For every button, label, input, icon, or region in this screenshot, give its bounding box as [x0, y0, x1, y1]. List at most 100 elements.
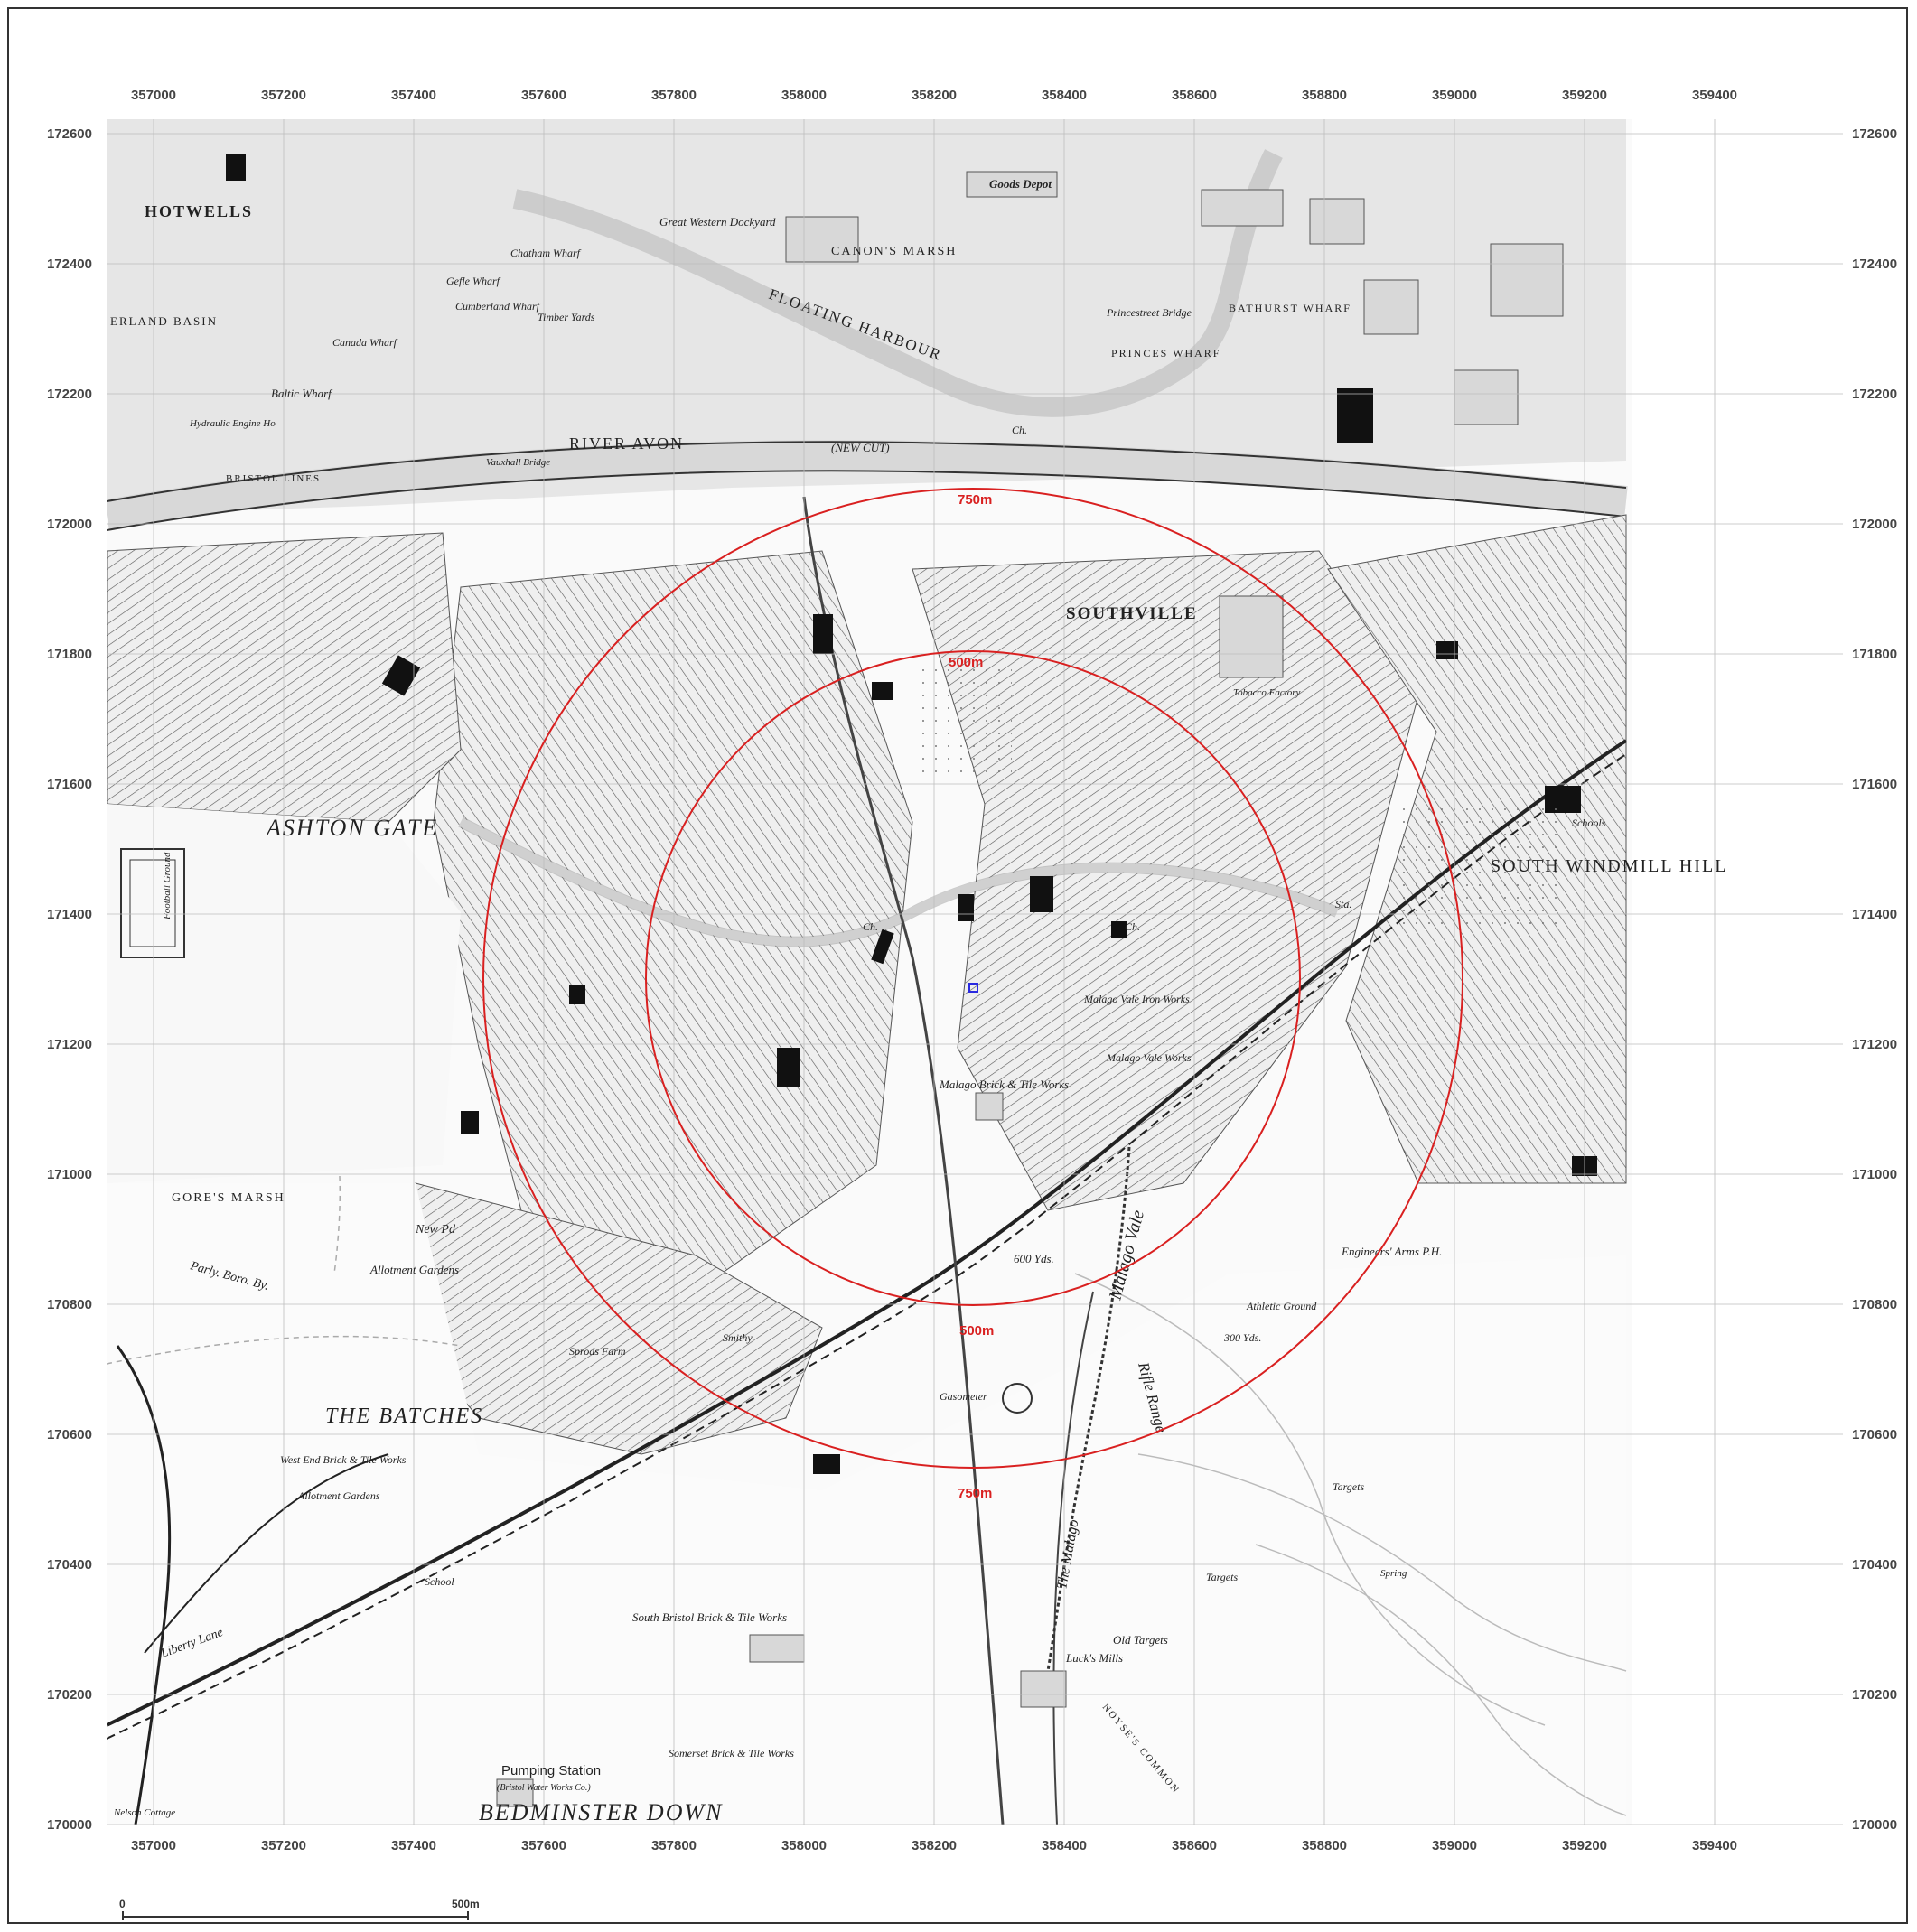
northing-label: 171200 — [1852, 1037, 1897, 1052]
northing-label: 172000 — [47, 517, 92, 532]
northing-label: 171600 — [47, 777, 92, 792]
scale-bar-start-label: 0 — [119, 1898, 126, 1910]
northing-label: 172400 — [1852, 257, 1897, 272]
easting-label: 358600 — [1172, 88, 1217, 103]
label-vauxhall-bridge: Vauxhall Bridge — [486, 457, 550, 468]
label-somerset-brick: Somerset Brick & Tile Works — [669, 1747, 794, 1759]
northing-label: 170000 — [47, 1817, 92, 1833]
label-sta: Sta. — [1335, 898, 1351, 910]
buffer-label-750m-top: 750m — [958, 492, 992, 508]
football-ground — [120, 848, 185, 958]
northing-label: 172000 — [1852, 517, 1897, 532]
landmark-buildings — [226, 154, 1597, 1474]
northing-label: 171400 — [1852, 907, 1897, 922]
easting-label: 357600 — [521, 88, 566, 103]
label-timber-yards: Timber Yards — [538, 311, 595, 323]
buffer-label-500m-bottom: 500m — [959, 1323, 994, 1339]
northing-labels-left: 1726001724001722001720001718001716001714… — [47, 126, 92, 1833]
northing-label: 170000 — [1852, 1817, 1897, 1833]
site-marker[interactable] — [968, 983, 978, 993]
easting-label: 358400 — [1042, 1838, 1087, 1853]
northing-label: 170400 — [1852, 1557, 1897, 1573]
easting-label: 357800 — [651, 1838, 697, 1853]
easting-label: 358600 — [1172, 1838, 1217, 1853]
northing-label: 171600 — [1852, 777, 1897, 792]
railway-line-main — [107, 739, 1628, 1727]
label-lucks-mills: Luck's Mills — [1065, 1651, 1123, 1665]
label-bristol-lines: BRISTOL LINES — [226, 473, 321, 484]
label-malago-vale-works: Malago Vale Works — [1106, 1051, 1192, 1064]
northing-label: 170600 — [47, 1427, 92, 1442]
label-bristol-water-works: (Bristol Water Works Co.) — [497, 1783, 591, 1793]
label-cumberland-wharf: Cumberland Wharf — [455, 300, 541, 313]
label-hydraulic-engine: Hydraulic Engine Ho — [189, 418, 276, 429]
label-chatham-wharf: Chatham Wharf — [510, 247, 582, 259]
northing-label: 172600 — [1852, 126, 1897, 142]
buffer-ring-500m — [645, 650, 1301, 1306]
label-spring: Spring — [1380, 1568, 1407, 1579]
label-bathurst-wharf: BATHURST WHARF — [1229, 302, 1351, 314]
easting-label: 358800 — [1302, 88, 1347, 103]
label-southville: SOUTHVILLE — [1066, 604, 1198, 623]
northing-label: 171400 — [47, 907, 92, 922]
label-gasometer: Gasometer — [940, 1390, 987, 1403]
easting-label: 357200 — [261, 1838, 306, 1853]
easting-label: 359000 — [1432, 88, 1477, 103]
road-north-south — [802, 496, 1005, 1825]
northing-label: 170800 — [1852, 1297, 1897, 1312]
road-east-street — [458, 817, 1339, 947]
easting-label: 359200 — [1562, 88, 1607, 103]
easting-label: 357400 — [391, 1838, 436, 1853]
label-the-batches: THE BATCHES — [325, 1405, 483, 1428]
label-cumberland-basin: ERLAND BASIN — [110, 314, 218, 328]
label-river-avon: RIVER AVON — [569, 434, 684, 453]
scale-bar: 0 500m — [119, 1898, 480, 1920]
gasometer — [1002, 1383, 1033, 1414]
label-allotment-gardens: Allotment Gardens — [369, 1263, 459, 1276]
northing-label: 172200 — [47, 387, 92, 402]
grid-lines — [107, 119, 1843, 1825]
label-south-windmill-hill: SOUTH WINDMILL HILL — [1491, 856, 1727, 876]
easting-label: 357000 — [131, 1838, 176, 1853]
easting-label: 357800 — [651, 88, 697, 103]
label-baltic-wharf: Baltic Wharf — [271, 387, 333, 400]
easting-label: 358800 — [1302, 1838, 1347, 1853]
label-malago-vale-iron-works: Malago Vale Iron Works — [1083, 993, 1190, 1005]
label-allotment-gardens-2: Allotment Gardens — [297, 1489, 380, 1502]
easting-label: 359400 — [1692, 88, 1737, 103]
easting-label: 357000 — [131, 88, 176, 103]
label-hotwells: HOTWELLS — [145, 202, 253, 220]
railway-loop — [116, 1345, 172, 1825]
river-avon — [107, 440, 1628, 530]
northing-label: 170200 — [47, 1687, 92, 1703]
label-smithy: Smithy — [723, 1331, 753, 1344]
label-sprods-farm: Sprods Farm — [569, 1345, 626, 1358]
label-engineers-arms: Engineers' Arms P.H. — [1341, 1245, 1442, 1258]
easting-label: 358200 — [912, 1838, 957, 1853]
label-canons-marsh: CANON'S MARSH — [831, 245, 957, 258]
label-great-western-dockyard: Great Western Dockyard — [659, 215, 776, 229]
northing-label: 172400 — [47, 257, 92, 272]
northing-label: 172200 — [1852, 387, 1897, 402]
label-bedminster-down: BEDMINSTER DOWN — [479, 1799, 723, 1825]
label-school: School — [425, 1575, 454, 1588]
label-princes-wharf: PRINCES WHARF — [1111, 347, 1220, 359]
label-300-yds: 300 Yds. — [1223, 1331, 1261, 1344]
label-ch-1: Ch. — [1125, 920, 1140, 933]
northing-label: 172600 — [47, 126, 92, 142]
northing-label: 170200 — [1852, 1687, 1897, 1703]
label-goods-depot: Goods Depot — [989, 177, 1052, 191]
easting-label: 359000 — [1432, 1838, 1477, 1853]
label-ch-3: Ch. — [1012, 424, 1027, 436]
label-gores-marsh: GORE'S MARSH — [172, 1191, 285, 1205]
map-features — [107, 119, 1628, 1825]
northing-label: 171000 — [1852, 1167, 1897, 1182]
buffer-ring-750m — [482, 488, 1463, 1469]
label-600-yds: 600 Yds. — [1014, 1252, 1054, 1265]
label-canada-wharf: Canada Wharf — [332, 336, 398, 349]
easting-label: 357200 — [261, 88, 306, 103]
easting-label: 357400 — [391, 88, 436, 103]
